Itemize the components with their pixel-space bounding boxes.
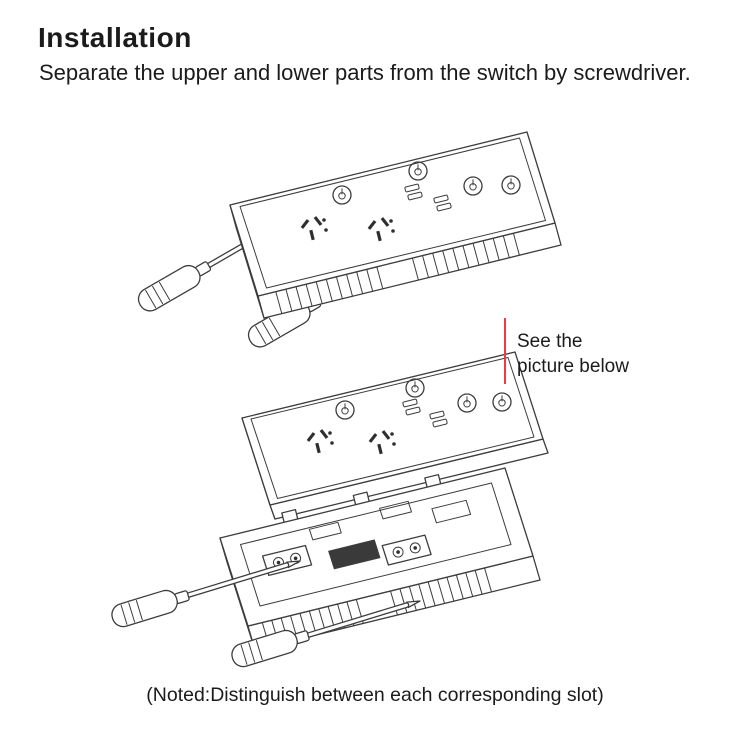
connector-slot bbox=[328, 539, 381, 570]
module-slot bbox=[308, 521, 342, 541]
caption-text: (Noted:Distinguish between each correspo… bbox=[146, 684, 604, 706]
module-slot bbox=[431, 499, 472, 524]
red-pointer-line bbox=[504, 318, 506, 384]
module-slot bbox=[379, 500, 412, 520]
terminal-screw-icon bbox=[409, 542, 421, 554]
base-illustration bbox=[108, 467, 541, 670]
base-cavity bbox=[240, 482, 512, 607]
assembled-switch-illustration bbox=[133, 131, 562, 352]
faceplate-illustration bbox=[241, 351, 549, 520]
faceplate-face bbox=[241, 351, 544, 506]
subtitle-text: Separate the upper and lower parts from … bbox=[39, 60, 691, 85]
heat-fins-icon bbox=[411, 232, 520, 281]
terminal-screw-icon bbox=[276, 560, 281, 565]
glass-inner-border bbox=[239, 137, 546, 289]
terminal-screw-icon bbox=[392, 546, 404, 558]
heat-fins-icon bbox=[390, 567, 492, 616]
see-note-text: See the picture below bbox=[517, 331, 629, 377]
page-title: Installation bbox=[38, 22, 192, 53]
terminal-block bbox=[381, 534, 432, 566]
faceplate-inner-border bbox=[250, 357, 535, 499]
switch-glass-face bbox=[229, 131, 556, 297]
terminal-screw-icon bbox=[413, 546, 418, 550]
heat-fins-icon bbox=[275, 266, 384, 315]
terminal-screw-icon bbox=[396, 550, 400, 554]
terminal-screw-icon bbox=[293, 556, 298, 561]
